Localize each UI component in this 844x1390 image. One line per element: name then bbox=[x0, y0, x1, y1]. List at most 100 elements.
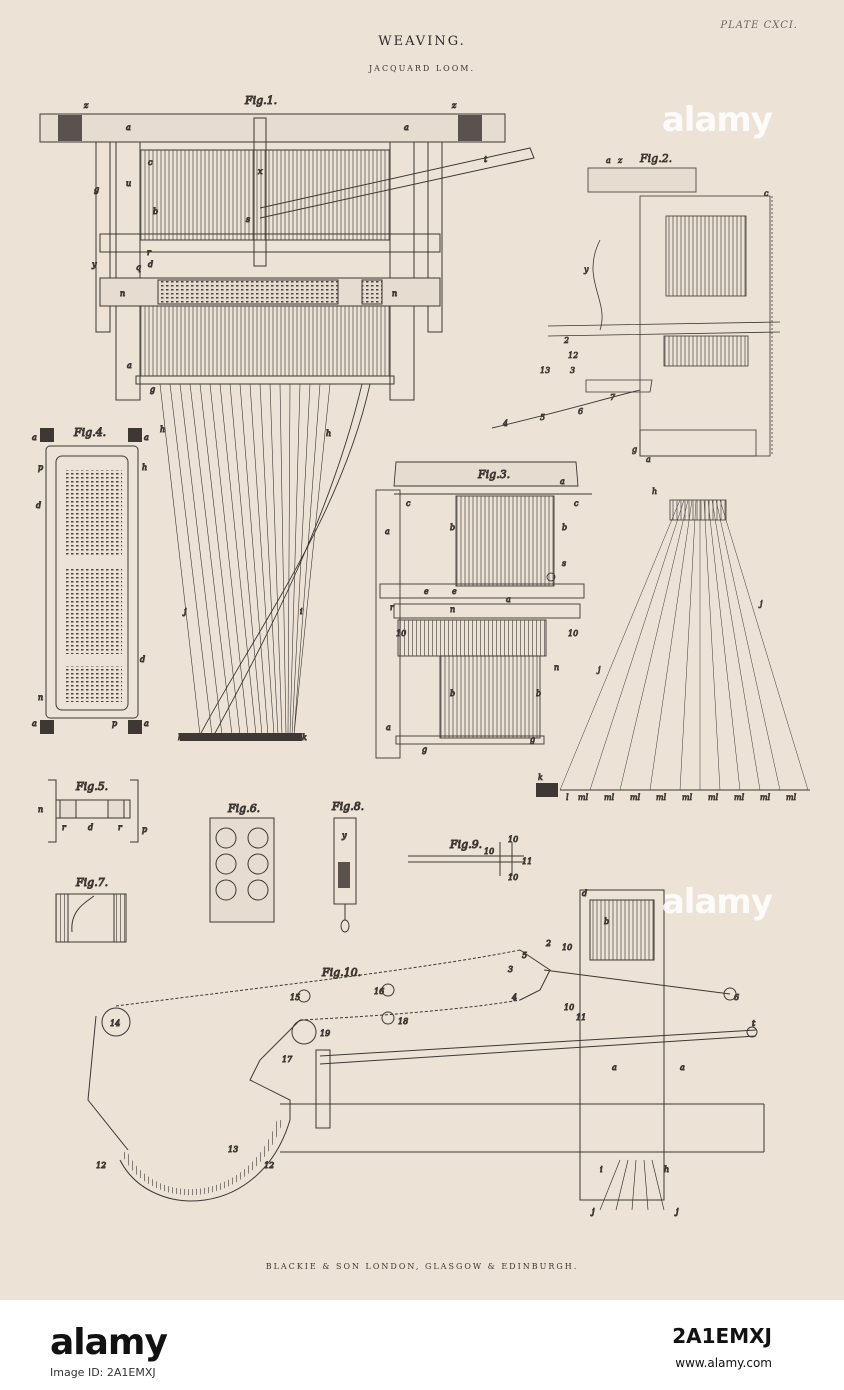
label-ml: ml bbox=[734, 793, 745, 802]
figure-8: Fig.8. y bbox=[331, 800, 365, 933]
label-e: e bbox=[452, 587, 457, 596]
label-q: q bbox=[136, 263, 141, 272]
label-n: n bbox=[392, 289, 397, 298]
label-a: a bbox=[144, 433, 149, 442]
label-t: t bbox=[484, 155, 488, 164]
loom-engravings: Fig.1. a a z z c x u b g y s t d q r n n… bbox=[32, 94, 810, 1217]
label-n: n bbox=[554, 663, 559, 672]
label-a: a bbox=[506, 595, 511, 604]
label-n11: 11 bbox=[576, 1013, 586, 1022]
label-y: y bbox=[341, 831, 347, 840]
label-d: d bbox=[88, 823, 93, 832]
label-c: c bbox=[574, 499, 579, 508]
label-d: d bbox=[148, 260, 153, 269]
label-n3: 3 bbox=[570, 366, 575, 375]
label-n10: 10 bbox=[508, 873, 518, 882]
figure-7: Fig.7. bbox=[55, 876, 127, 943]
fig-7-label: Fig.7. bbox=[75, 876, 108, 889]
label-f: 10 bbox=[484, 847, 494, 856]
label-n4: 4 bbox=[502, 419, 508, 428]
label-n6: 6 bbox=[734, 993, 739, 1002]
label-n2: 2 bbox=[545, 939, 551, 948]
label-s: s bbox=[562, 559, 566, 568]
label-ml: ml bbox=[578, 793, 589, 802]
label-b: b bbox=[450, 689, 455, 698]
label-z: z bbox=[451, 101, 457, 110]
label-r: r bbox=[118, 823, 123, 832]
label-n13: 13 bbox=[228, 1145, 238, 1154]
label-h: h bbox=[664, 1165, 669, 1174]
label-z: z bbox=[83, 101, 89, 110]
label-n10: 10 bbox=[568, 629, 578, 638]
label-c: c bbox=[764, 189, 769, 198]
engraving-plate: PLATE CXCI. WEAVING. JACQUARD LOOM. bbox=[0, 0, 844, 1300]
label-b: b bbox=[536, 689, 541, 698]
label-ml: ml bbox=[760, 793, 771, 802]
label-n5: 5 bbox=[522, 951, 527, 960]
label-a: a bbox=[385, 527, 390, 536]
label-k: k bbox=[178, 733, 183, 742]
label-ml: ml bbox=[656, 793, 667, 802]
fig-5-label: Fig.5. bbox=[75, 780, 108, 793]
label-i: i bbox=[300, 607, 303, 616]
figure-2: Fig.2. a z c y 2 12 13 3 4 5 6 7 g a h j… bbox=[491, 152, 810, 802]
label-n11: 11 bbox=[522, 857, 532, 866]
label-d: d bbox=[140, 655, 145, 664]
label-n: n bbox=[38, 693, 43, 702]
label-i: i bbox=[600, 1165, 603, 1174]
label-ml: ml bbox=[682, 793, 693, 802]
plate-title: WEAVING. bbox=[378, 34, 466, 49]
label-r: r bbox=[147, 248, 152, 257]
label-n12: 12 bbox=[96, 1161, 106, 1170]
label-j: j bbox=[590, 1207, 595, 1216]
figure-1: Fig.1. a a z z c x u b g y s t d q r n n… bbox=[39, 94, 535, 743]
label-g: g bbox=[150, 385, 155, 394]
label-a: a bbox=[612, 1063, 617, 1072]
label-n4: 4 bbox=[511, 993, 517, 1002]
label-n17: 17 bbox=[282, 1055, 293, 1064]
label-j: j bbox=[758, 599, 763, 608]
label-n16: 16 bbox=[374, 987, 384, 996]
label-k: k bbox=[302, 733, 307, 742]
image-id: Image ID: 2A1EMXJ bbox=[50, 1366, 156, 1379]
label-j: j bbox=[182, 607, 187, 616]
label-y: y bbox=[91, 260, 97, 269]
fig-8-label: Fig.8. bbox=[331, 800, 364, 813]
figure-10: Fig.10. 14 15 16 17 18 19 12 12 13 2 3 4… bbox=[87, 889, 765, 1217]
publisher-line: BLACKIE & SON LONDON, GLASGOW & EDINBURG… bbox=[265, 1262, 579, 1271]
fig-3-label: Fig.3. bbox=[477, 468, 510, 481]
figure-5: Fig.5. n r d r p bbox=[38, 779, 148, 843]
label-a: a bbox=[144, 719, 149, 728]
label-x: x bbox=[258, 167, 263, 176]
label-a: a bbox=[127, 361, 132, 370]
label-u: u bbox=[126, 179, 131, 188]
label-b: b bbox=[450, 523, 455, 532]
label-h: h bbox=[326, 429, 331, 438]
label-p: p bbox=[112, 719, 117, 728]
label-a: a bbox=[386, 723, 391, 732]
label-a: a bbox=[32, 719, 37, 728]
label-a: a bbox=[126, 123, 131, 132]
label-y: y bbox=[583, 265, 589, 274]
label-c: c bbox=[148, 158, 153, 167]
label-n5: 5 bbox=[540, 413, 545, 422]
label-j: j bbox=[596, 665, 601, 674]
label-a: a bbox=[32, 433, 37, 442]
watermark: alamy bbox=[661, 882, 773, 922]
label-ml: ml bbox=[630, 793, 641, 802]
label-c: c bbox=[406, 499, 411, 508]
label-n10: 10 bbox=[508, 835, 518, 844]
watermark: alamy bbox=[661, 100, 773, 140]
label-n10: 10 bbox=[564, 1003, 574, 1012]
label-b: b bbox=[153, 207, 158, 216]
alamy-logo: alamy bbox=[50, 1322, 168, 1363]
label-b: b bbox=[604, 917, 609, 926]
label-n10: 10 bbox=[396, 629, 406, 638]
label-ml: ml bbox=[708, 793, 719, 802]
label-t: t bbox=[752, 1019, 756, 1028]
label-r: r bbox=[390, 603, 395, 612]
label-n14: 14 bbox=[110, 1019, 120, 1028]
label-n13: 13 bbox=[540, 366, 550, 375]
label-j: j bbox=[674, 1207, 679, 1216]
label-e: e bbox=[424, 587, 429, 596]
